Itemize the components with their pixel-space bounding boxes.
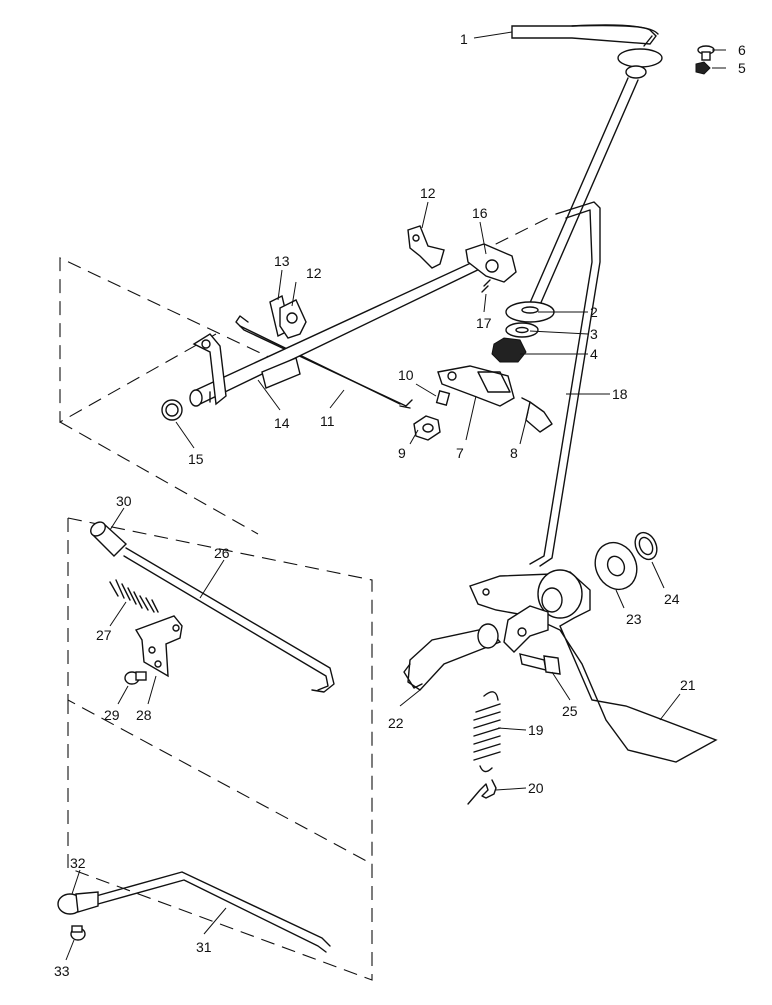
rod-part-11 xyxy=(235,315,413,409)
callout-32: 32 xyxy=(70,855,86,871)
clip-part-12-top xyxy=(407,225,445,269)
hand-lever xyxy=(511,24,663,315)
screw-part-29 xyxy=(124,671,147,685)
plate-part-7 xyxy=(437,365,515,407)
callout-25: 25 xyxy=(562,703,578,719)
callout-5: 5 xyxy=(738,60,746,76)
callout-33: 33 xyxy=(54,963,70,979)
callout-20: 20 xyxy=(528,780,544,796)
callout-2: 2 xyxy=(590,304,598,320)
callout-7: 7 xyxy=(456,445,464,461)
washer-part-2 xyxy=(505,301,555,323)
clip-part-12-left xyxy=(279,299,307,339)
nut-part-9 xyxy=(413,415,441,441)
circlip-part-15 xyxy=(161,399,183,421)
rod-part-26 xyxy=(123,547,335,693)
callout-27: 27 xyxy=(96,627,112,643)
callout-6: 6 xyxy=(738,42,746,58)
callout-13: 13 xyxy=(274,253,290,269)
rod-part-18 xyxy=(529,201,601,567)
callout-19: 19 xyxy=(528,722,544,738)
callout-labels: 1 2 3 4 5 6 7 8 9 10 11 12 12 13 14 15 1… xyxy=(54,31,746,979)
callout-23: 23 xyxy=(626,611,642,627)
clip-part-20 xyxy=(467,779,497,805)
callout-11: 11 xyxy=(320,413,335,429)
callout-1: 1 xyxy=(460,31,468,47)
group-outline-middle xyxy=(67,517,373,865)
bracket-part-28 xyxy=(134,615,183,678)
group-outline-upper xyxy=(59,215,553,535)
callout-15: 15 xyxy=(188,451,204,467)
pin-part-17 xyxy=(481,279,491,293)
callout-12-left: 12 xyxy=(306,265,322,281)
callout-16: 16 xyxy=(472,205,488,221)
callout-3: 3 xyxy=(590,326,598,342)
callout-12-top: 12 xyxy=(420,185,436,201)
block-part-8 xyxy=(521,397,553,433)
nut-part-4 xyxy=(491,337,527,363)
washer-part-23 xyxy=(594,541,638,591)
callout-9: 9 xyxy=(398,445,406,461)
callout-4: 4 xyxy=(590,346,598,362)
callout-8: 8 xyxy=(510,445,518,461)
callout-17: 17 xyxy=(476,315,492,331)
ball-joint-part-32 xyxy=(57,891,99,915)
nut-part-5 xyxy=(695,61,711,75)
sleeve-part-30 xyxy=(90,521,128,557)
callout-22: 22 xyxy=(388,715,404,731)
pedal-part-21 xyxy=(469,569,718,763)
rod-part-31 xyxy=(95,871,331,953)
callout-14: 14 xyxy=(274,415,290,431)
shaft-part-14 xyxy=(189,255,491,407)
circlip-part-24 xyxy=(634,531,658,561)
callout-26: 26 xyxy=(214,545,230,561)
spring-part-19 xyxy=(473,691,501,773)
spring-part-27 xyxy=(109,579,159,613)
stud-part-22 xyxy=(403,623,502,691)
callout-29: 29 xyxy=(104,707,120,723)
washer-part-3 xyxy=(505,322,539,338)
arm-part-14 xyxy=(192,333,227,406)
bolt-part-25 xyxy=(519,653,561,675)
callout-18: 18 xyxy=(612,386,628,402)
callout-30: 30 xyxy=(116,493,132,509)
callout-21: 21 xyxy=(680,677,696,693)
callout-10: 10 xyxy=(398,367,414,383)
bolt-part-10 xyxy=(435,390,451,406)
lever-part-16 xyxy=(465,243,517,283)
callout-24: 24 xyxy=(664,591,680,607)
nut-part-33 xyxy=(70,925,86,941)
screw-part-6 xyxy=(697,45,715,61)
callout-31: 31 xyxy=(196,939,212,955)
callout-28: 28 xyxy=(136,707,152,723)
leader-lines xyxy=(65,31,726,961)
